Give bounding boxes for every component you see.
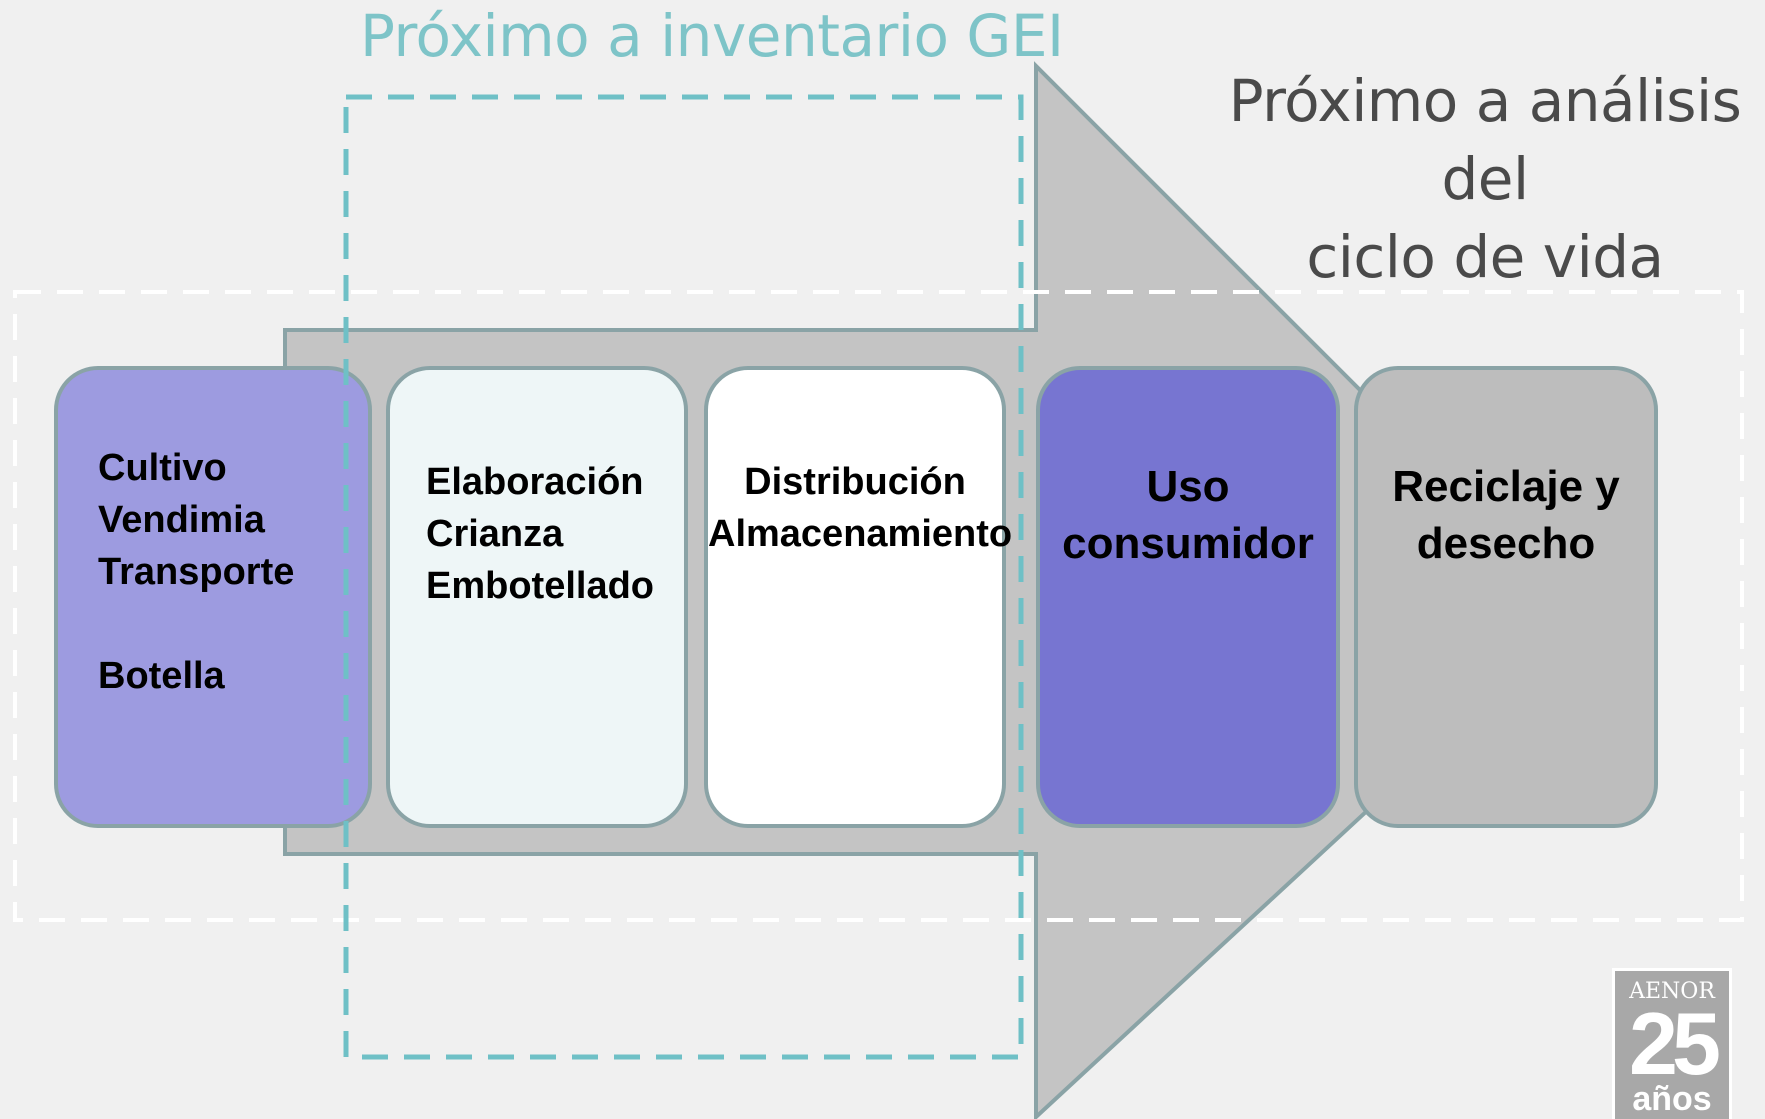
stage-production: Elaboración Crianza Embotellado xyxy=(386,366,688,828)
stage-production-line-1: Elaboración xyxy=(426,461,644,503)
life-cycle-title-line-1: Próximo a análisis del xyxy=(1228,67,1742,213)
stage-cultivation-line-4: Botella xyxy=(98,655,225,697)
stage-consumer-use-line-1: Uso xyxy=(1146,462,1230,511)
stage-production-line-2: Crianza xyxy=(426,513,564,555)
stage-consumer-use-line-2: consumidor xyxy=(1062,519,1314,568)
stage-production-line-3: Embotellado xyxy=(426,565,655,607)
stage-distribution: Distribución Almacenamiento xyxy=(704,366,1013,828)
gei-inventory-title: Próximo a inventario GEI xyxy=(360,2,1064,70)
life-cycle-title-line-2: ciclo de vida xyxy=(1306,223,1664,291)
stage-cultivation-line-3: Transporte xyxy=(98,551,295,593)
logo-brand: AENOR xyxy=(1629,979,1715,1004)
stage-consumer-use: Uso consumidor xyxy=(1036,366,1340,828)
stage-cultivation: Cultivo Vendimia Transporte Botella xyxy=(54,366,372,828)
stage-recycling-line-2: desecho xyxy=(1416,519,1596,568)
stage-distribution-line-1: Distribución xyxy=(744,461,966,503)
logo-years: años xyxy=(1632,1080,1712,1118)
stage-recycling: Reciclaje y desecho xyxy=(1354,366,1658,828)
stage-distribution-line-2: Almacenamiento xyxy=(708,513,1013,555)
stage-cultivation-line-2: Vendimia xyxy=(98,499,265,541)
aenor-25-logo: AENOR 25 años xyxy=(1612,968,1732,1119)
life-cycle-title: Próximo a análisis del ciclo de vida xyxy=(1180,62,1765,296)
logo-number: 25 xyxy=(1629,994,1721,1093)
stage-recycling-line-1: Reciclaje y xyxy=(1392,462,1620,511)
stage-cultivation-line-1: Cultivo xyxy=(98,447,227,489)
